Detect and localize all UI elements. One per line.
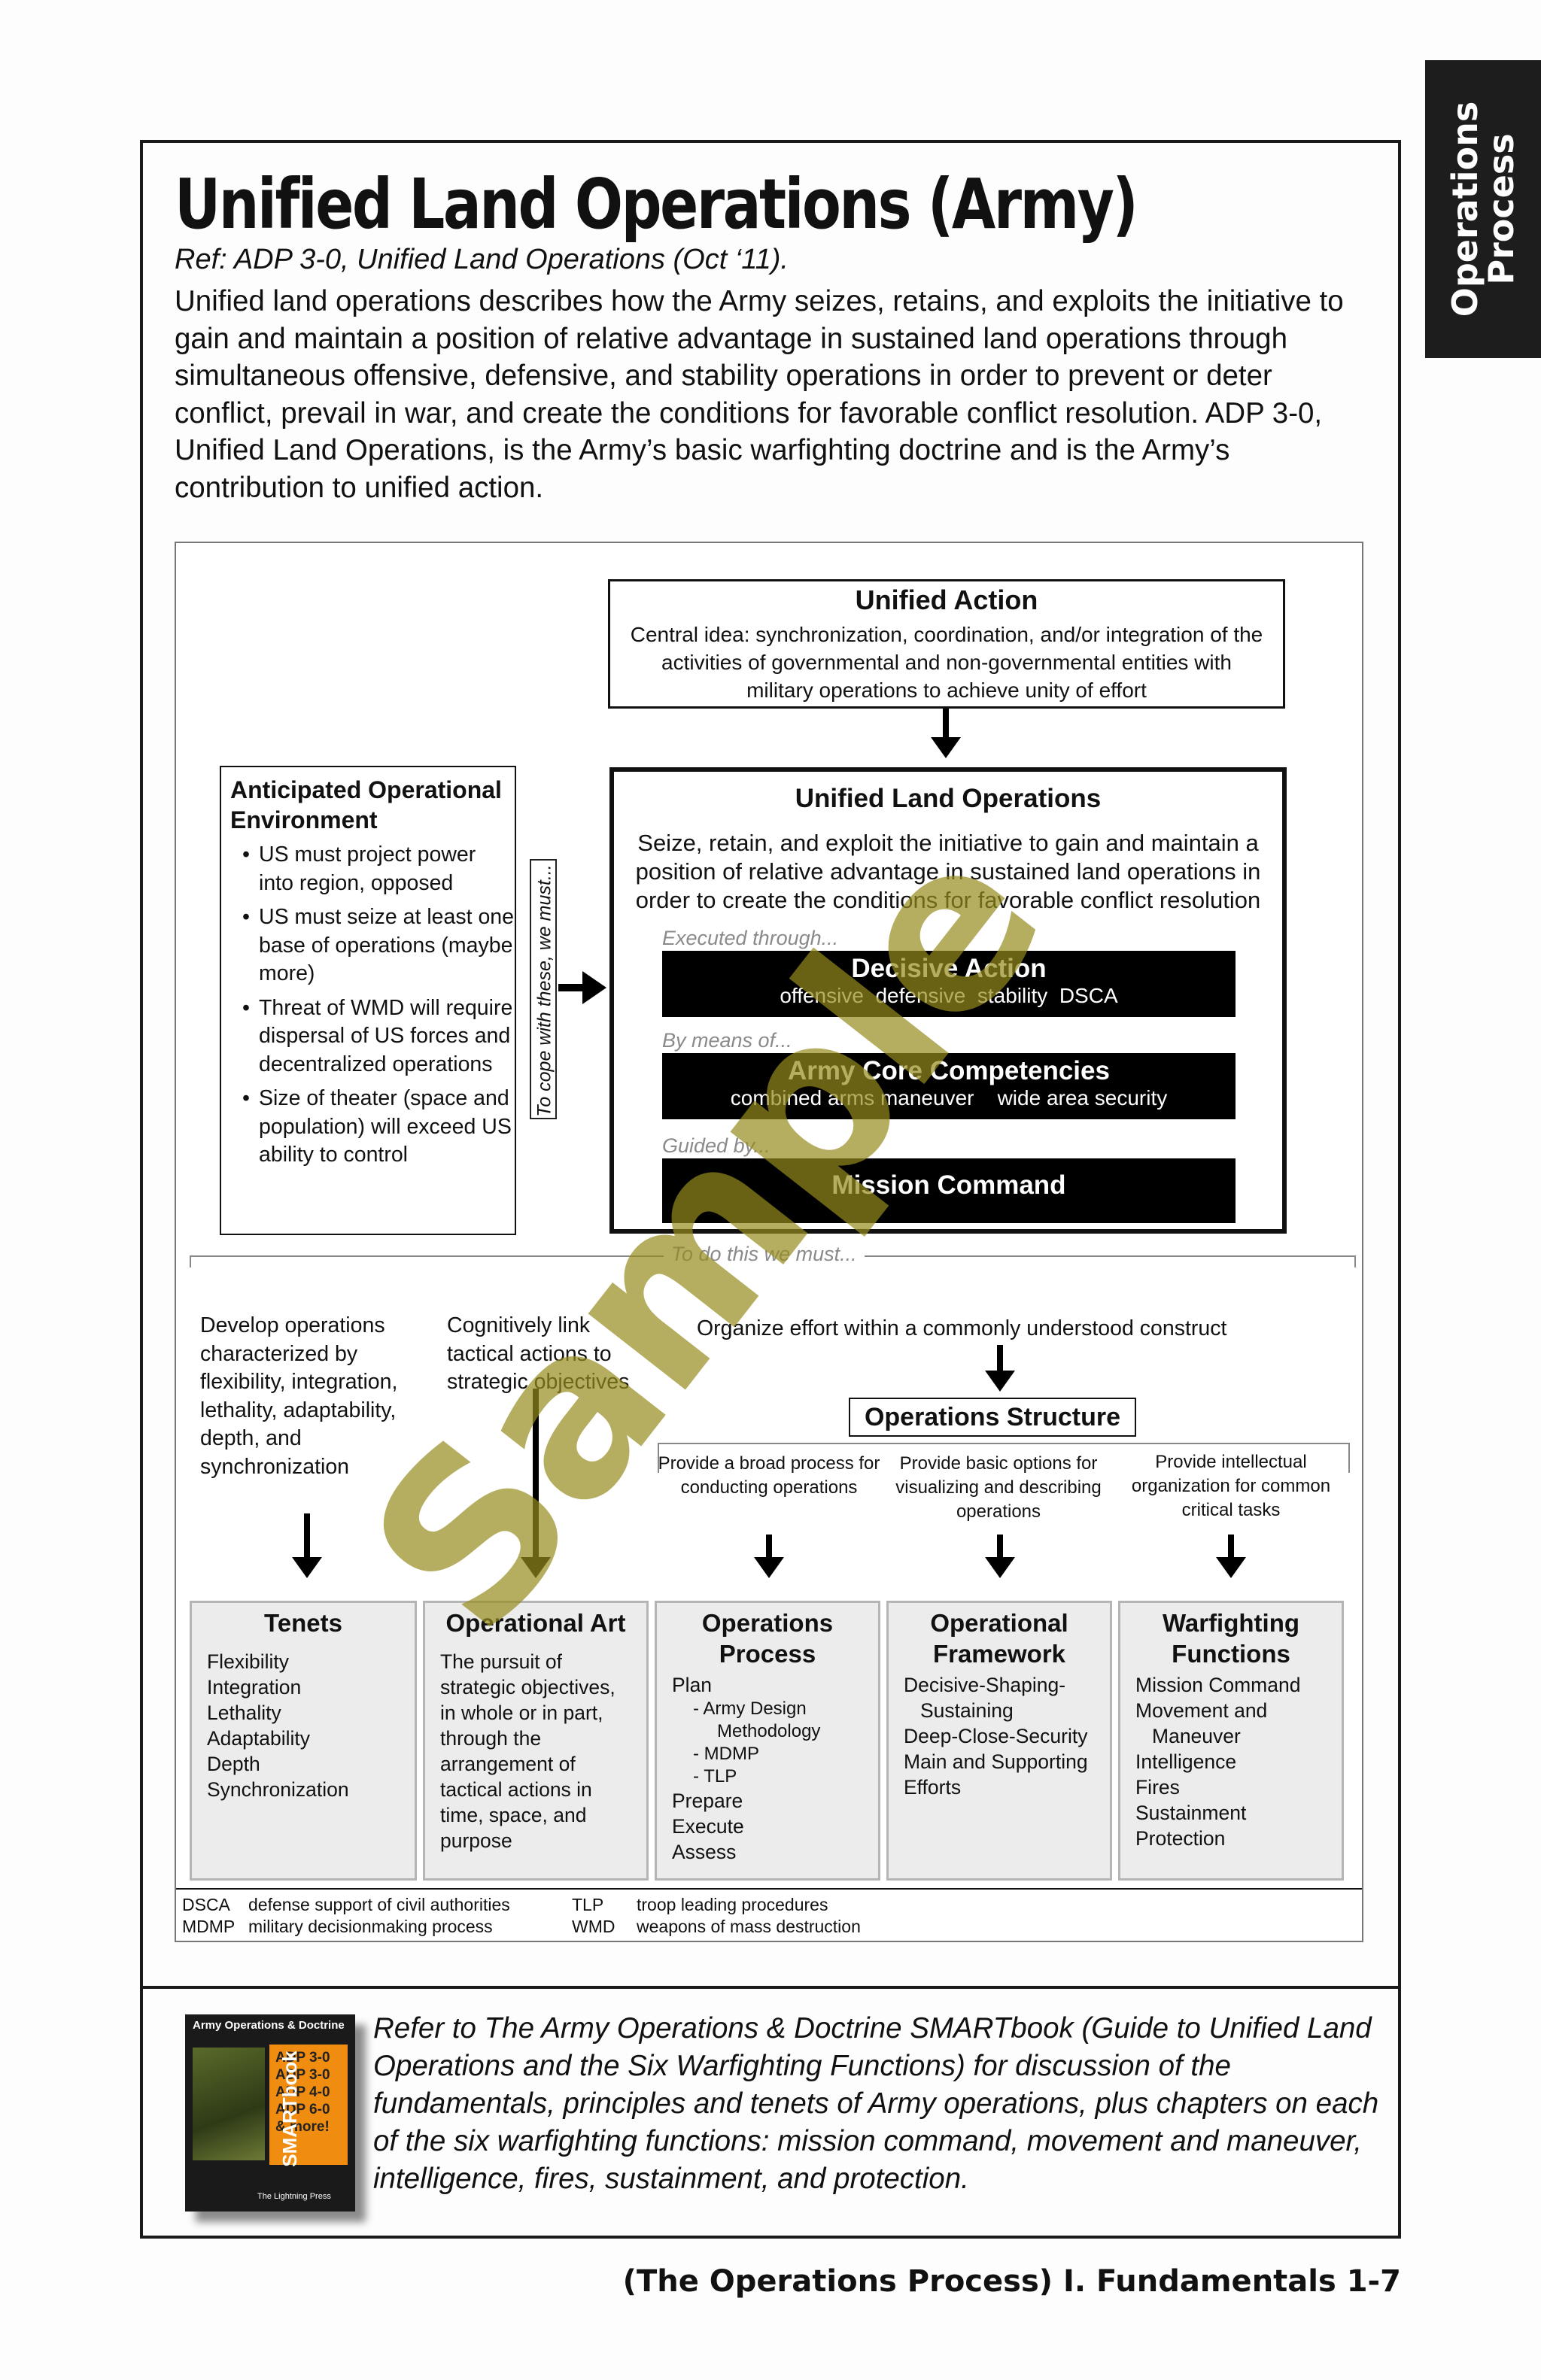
arrow-cope-to-ulo-head — [582, 971, 606, 1004]
warfighting-item: Fires — [1135, 1774, 1342, 1800]
operations-structure-title: Operations Structure — [850, 1399, 1135, 1435]
abbr-term: MDMP — [182, 1916, 248, 1938]
arrow-ops-process — [766, 1535, 772, 1559]
op-framework-column: Operational Framework Decisive-Shaping- … — [886, 1601, 1112, 1881]
ops-process-sub: - MDMP — [672, 1743, 878, 1765]
page-title: Unified Land Operations (Army) — [175, 164, 1136, 244]
framework-item: Main and Supporting — [904, 1749, 1110, 1774]
cope-label: To cope with these, we must... — [534, 863, 556, 1119]
arrow-warfighting-head — [1216, 1557, 1246, 1578]
abbr-definition: defense support of civil authorities — [248, 1895, 510, 1914]
cope-label-box: To cope with these, we must... — [530, 859, 557, 1119]
section-tab-label: Operations Process — [1447, 74, 1519, 345]
warfighting-item: Movement and — [1135, 1698, 1342, 1723]
tenet-item: Flexibility — [207, 1649, 415, 1674]
arrow-tenets-head — [292, 1557, 322, 1578]
tenet-item: Synchronization — [207, 1777, 415, 1802]
reference-line: Ref: ADP 3-0, Unified Land Operations (O… — [175, 244, 789, 276]
tenet-item: Lethality — [207, 1700, 415, 1726]
arrow-op-framework — [997, 1535, 1003, 1559]
ops-process-assess: Assess — [672, 1839, 878, 1865]
warfighting-item: Protection — [1135, 1826, 1342, 1851]
ops-process-sub: Methodology — [672, 1720, 878, 1743]
tenets-list: Flexibility Integration Lethality Adapta… — [207, 1649, 415, 1802]
unified-action-text: Central idea: synchronization, coordinat… — [628, 621, 1265, 704]
framework-item: Efforts — [904, 1774, 1110, 1800]
ops-process-plan: Plan — [672, 1672, 878, 1698]
environment-item: Threat of WMD will require dispersal of … — [242, 994, 515, 1079]
abbr-term: DSCA — [182, 1894, 248, 1916]
arrow-organize — [997, 1345, 1003, 1372]
book-cover-photo — [193, 2048, 265, 2160]
tenet-item: Integration — [207, 1674, 415, 1700]
op-framework-list: Decisive-Shaping- Sustaining Deep-Close-… — [904, 1672, 1110, 1800]
arrow-ua-to-ulo-head — [931, 737, 961, 758]
refer-paragraph: Refer to The Army Operations & Doctrine … — [373, 2010, 1404, 2198]
book-cover-image: Army Operations & Doctrine ADP 3-0 ADP 3… — [185, 2014, 355, 2212]
warfighting-list: Mission Command Movement and Maneuver In… — [1135, 1672, 1342, 1851]
warfighting-item: Sustainment — [1135, 1800, 1342, 1826]
framework-item: Deep-Close-Security — [904, 1723, 1110, 1749]
op-framework-title: Operational Framework — [919, 1607, 1080, 1669]
unified-action-title: Unified Action — [610, 584, 1283, 616]
op-art-text: The pursuit of strategic objectives, in … — [440, 1649, 636, 1853]
section-tab: Operations Process — [1425, 60, 1541, 358]
warfighting-item: Intelligence — [1135, 1749, 1342, 1774]
arrow-organize-head — [985, 1371, 1015, 1392]
environment-item: US must project power into region, oppos… — [242, 841, 515, 897]
ops-process-sub: - Army Design — [672, 1698, 878, 1720]
book-cover-spine: SMARTbook — [278, 2051, 302, 2167]
ops-process-prepare: Prepare — [672, 1788, 878, 1814]
warfighting-title: Warfighting Functions — [1150, 1607, 1312, 1669]
arrow-cope-to-ulo — [558, 984, 585, 991]
arrow-ua-to-ulo — [943, 709, 949, 739]
operational-environment-title: Anticipated Operational Environment — [230, 775, 515, 835]
ulo-title: Unified Land Operations — [614, 784, 1282, 814]
abbreviations-right: TLPtroop leading procedures WMDweapons o… — [572, 1894, 861, 1938]
operational-environment-list: US must project power into region, oppos… — [221, 841, 515, 1170]
tenet-item: Depth — [207, 1751, 415, 1777]
framework-item: Decisive-Shaping- — [904, 1672, 1110, 1698]
framework-item: Sustaining — [904, 1698, 1110, 1723]
arrow-warfighting — [1228, 1535, 1234, 1559]
arrow-tenets — [304, 1513, 310, 1559]
ops-structure-sub3: Provide intellectual organization for co… — [1118, 1450, 1344, 1522]
frame-divider — [140, 1986, 1401, 1989]
warfighting-column: Warfighting Functions Mission Command Mo… — [1118, 1601, 1344, 1881]
unified-action-box: Unified Action Central idea: synchroniza… — [608, 579, 1285, 709]
operational-environment-box: Anticipated Operational Environment US m… — [220, 766, 516, 1235]
ops-process-sub: - TLP — [672, 1765, 878, 1788]
intro-paragraph: Unified land operations describes how th… — [175, 283, 1363, 506]
arrow-ops-process-head — [754, 1557, 784, 1578]
warfighting-item: Mission Command — [1135, 1672, 1342, 1698]
ops-process-column: Operations Process Plan - Army Design Me… — [655, 1601, 880, 1881]
warfighting-item: Maneuver — [1135, 1723, 1342, 1749]
page-footer: (The Operations Process) I. Fundamentals… — [602, 2264, 1401, 2299]
abbr-term: TLP — [572, 1894, 637, 1916]
ops-process-title: Operations Process — [687, 1607, 848, 1669]
abbr-term: WMD — [572, 1916, 637, 1938]
tenets-title: Tenets — [192, 1607, 415, 1638]
tenet-item: Adaptability — [207, 1726, 415, 1751]
operations-structure-box: Operations Structure — [849, 1398, 1136, 1437]
abbreviations-divider — [176, 1888, 1362, 1890]
abbr-definition: weapons of mass destruction — [637, 1917, 861, 1936]
abbr-definition: troop leading procedures — [637, 1895, 828, 1914]
book-cover-title: Army Operations & Doctrine — [193, 2019, 348, 2032]
environment-item: Size of theater (space and population) w… — [242, 1085, 515, 1170]
ops-process-execute: Execute — [672, 1814, 878, 1839]
ops-structure-sub2: Provide basic options for visualizing an… — [888, 1452, 1109, 1524]
abbr-definition: military decisionmaking process — [248, 1917, 493, 1936]
book-cover-publisher: The Lightning Press — [257, 2192, 331, 2201]
ops-process-list: Plan - Army Design Methodology - MDMP - … — [672, 1672, 878, 1865]
arrow-op-framework-head — [985, 1557, 1015, 1578]
environment-item: US must seize at least one base of opera… — [242, 903, 515, 988]
tenets-column: Tenets Flexibility Integration Lethality… — [190, 1601, 417, 1881]
